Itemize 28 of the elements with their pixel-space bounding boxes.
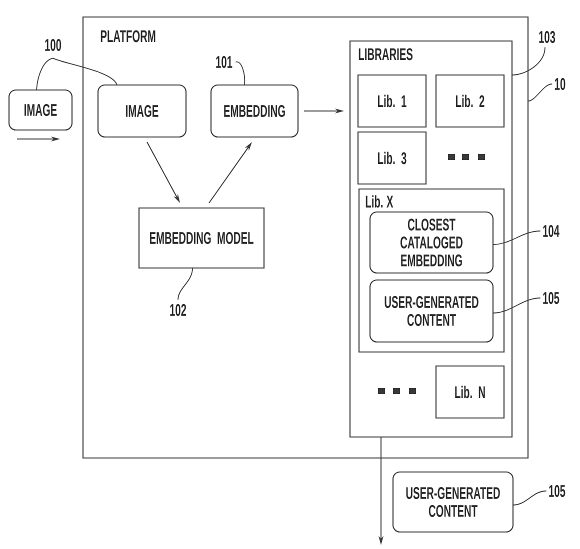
leader-line xyxy=(178,268,193,300)
callout-number: 104 xyxy=(543,225,560,237)
leader-line xyxy=(235,61,246,86)
callout-number: 102 xyxy=(170,304,186,316)
leader-line xyxy=(492,298,541,314)
leader-line xyxy=(52,58,118,86)
leader-line xyxy=(36,58,54,90)
process-box: EMBEDDING xyxy=(210,84,299,138)
process-box: CLOSEST CATALOGED EMBEDDING xyxy=(369,211,494,274)
leader-line xyxy=(512,46,546,76)
callout-number: 105 xyxy=(549,485,566,497)
process-box: Lib. 1 xyxy=(357,74,427,128)
leader-line xyxy=(492,230,541,245)
callout-number: 105 xyxy=(543,292,560,304)
callout-number: 10 xyxy=(555,78,566,90)
process-box: EMBEDDING MODEL xyxy=(138,207,265,269)
process-box: Lib. 3 xyxy=(357,131,427,185)
process-box: IMAGE xyxy=(97,84,187,138)
leader-line xyxy=(512,490,547,506)
process-box: Lib. 2 xyxy=(435,74,505,128)
process-box: IMAGE xyxy=(8,89,73,131)
callout-number: 100 xyxy=(45,39,62,51)
leader-line xyxy=(528,84,553,102)
callout-number: 103 xyxy=(539,30,556,43)
process-box: USER-GENERATED CONTENT xyxy=(392,471,514,533)
process-box: Lib. N xyxy=(435,365,505,419)
callout-number: 101 xyxy=(216,56,232,68)
process-box: USER-GENERATED CONTENT xyxy=(369,279,494,343)
